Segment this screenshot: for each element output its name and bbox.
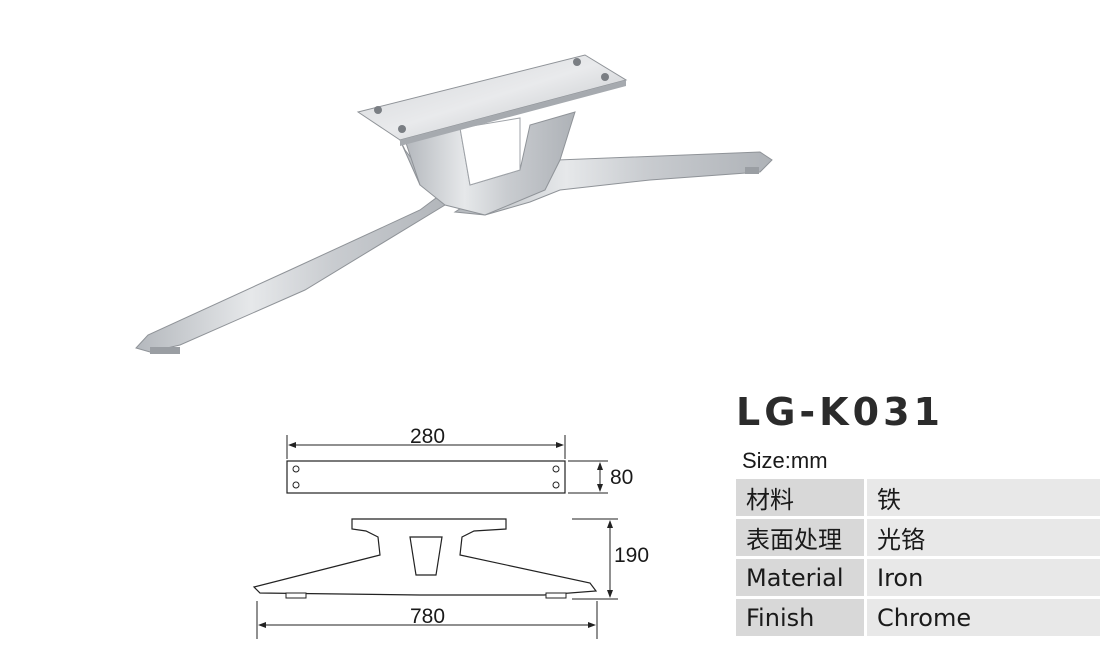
top-view-plate — [286, 460, 566, 494]
spec-key: 材料 — [736, 479, 866, 519]
screw-hole-icon — [601, 73, 609, 81]
side-view-cutout — [409, 536, 443, 576]
spec-key: Finish — [736, 597, 866, 639]
screw-hole-icon — [374, 106, 382, 114]
hole-icon — [292, 465, 300, 473]
table-row: Finish Chrome — [736, 597, 1100, 639]
foot-pad — [150, 347, 180, 354]
size-unit-label: Size:mm — [742, 448, 828, 473]
hole-icon — [292, 481, 300, 489]
foot-pad — [545, 592, 567, 599]
spec-value: Chrome — [864, 597, 1100, 639]
spec-value: 光铬 — [864, 517, 1100, 559]
model-number: LG-K031 — [736, 390, 944, 434]
product-photo — [135, 54, 773, 354]
dim-plate-depth: 80 — [610, 466, 633, 489]
technical-drawing: 280 80 190 780 — [252, 425, 649, 639]
hole-icon — [552, 465, 560, 473]
table-row: Material Iron — [736, 557, 1100, 599]
dim-plate-width: 280 — [410, 425, 445, 448]
screw-hole-icon — [398, 125, 406, 133]
table-row: 表面处理 光铬 — [736, 517, 1100, 559]
dim-length: 780 — [410, 605, 445, 628]
spec-value: Iron — [864, 557, 1100, 599]
table-row: 材料 铁 — [736, 479, 1100, 519]
spec-key: 表面处理 — [736, 517, 866, 559]
spec-table: 材料 铁 表面处理 光铬 Material Iron Finish Chrome — [736, 479, 1100, 639]
spec-value: 铁 — [864, 479, 1100, 519]
spec-key: Material — [736, 557, 866, 599]
foot-pad — [285, 592, 307, 599]
leg-cutout — [459, 117, 521, 186]
screw-hole-icon — [573, 58, 581, 66]
hole-icon — [552, 481, 560, 489]
foot-pad — [745, 167, 759, 174]
dim-height: 190 — [614, 544, 649, 567]
